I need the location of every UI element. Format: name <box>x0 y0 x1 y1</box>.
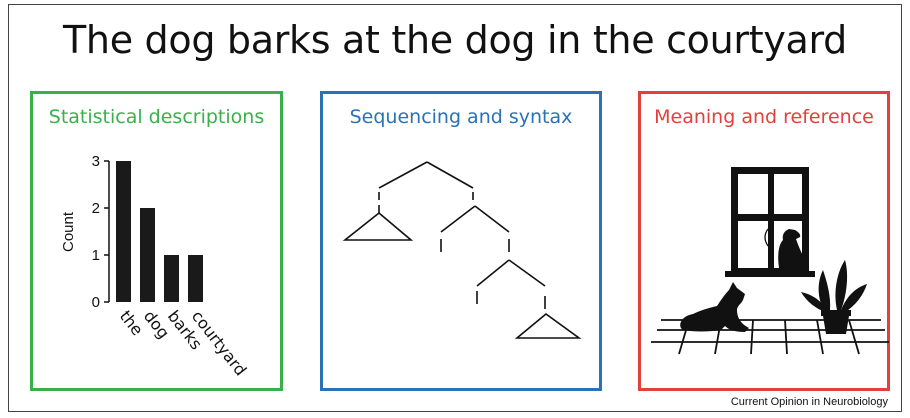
window-illustration <box>725 167 815 277</box>
syntax-panel-title: Sequencing and syntax <box>349 106 573 128</box>
bar-dog <box>140 208 155 302</box>
tree-branch <box>474 205 510 233</box>
category-label-the: the <box>116 307 147 339</box>
y-tick-label: 3 <box>92 153 100 170</box>
syntax-tree-diagram <box>342 161 582 339</box>
potted-plant-illustration <box>801 260 867 334</box>
y-tick-label: 2 <box>92 200 100 217</box>
window-dog-silhouette <box>778 229 807 268</box>
tree-branch <box>508 259 546 287</box>
bar-courtyard <box>188 255 203 302</box>
bar-the <box>116 161 131 302</box>
tree-triangle <box>342 211 414 241</box>
courtyard-scene-illustration <box>651 167 889 355</box>
window-pane <box>738 174 768 214</box>
journal-credit: Current Opinion in Neurobiology <box>730 396 888 408</box>
floor-dog-silhouette <box>680 282 749 332</box>
bark-sound-waves <box>764 228 773 247</box>
statistical-panel-title: Statistical descriptions <box>48 106 265 128</box>
meaning-panel: Meaning and reference <box>638 91 890 391</box>
bar-barks <box>164 255 179 302</box>
tree-branch <box>476 259 510 287</box>
tree-triangle <box>514 312 582 339</box>
window-pane <box>774 174 802 214</box>
figure-title: The dog barks at the dog in the courtyar… <box>63 18 847 62</box>
category-label-dog: dog <box>140 307 174 342</box>
meaning-panel-title: Meaning and reference <box>654 106 874 128</box>
tree-branch <box>378 161 428 189</box>
tree-branch <box>440 205 476 233</box>
y-tick-label: 1 <box>92 247 100 264</box>
tree-branch <box>426 161 474 189</box>
y-axis-label: Count <box>60 211 77 252</box>
figure-frame <box>8 4 902 412</box>
syntax-panel: Sequencing and syntax <box>320 91 602 391</box>
window-pane <box>738 221 768 268</box>
statistical-panel: Statistical descriptions <box>30 91 283 391</box>
y-tick-label: 0 <box>92 294 100 311</box>
window-sill <box>725 271 815 277</box>
